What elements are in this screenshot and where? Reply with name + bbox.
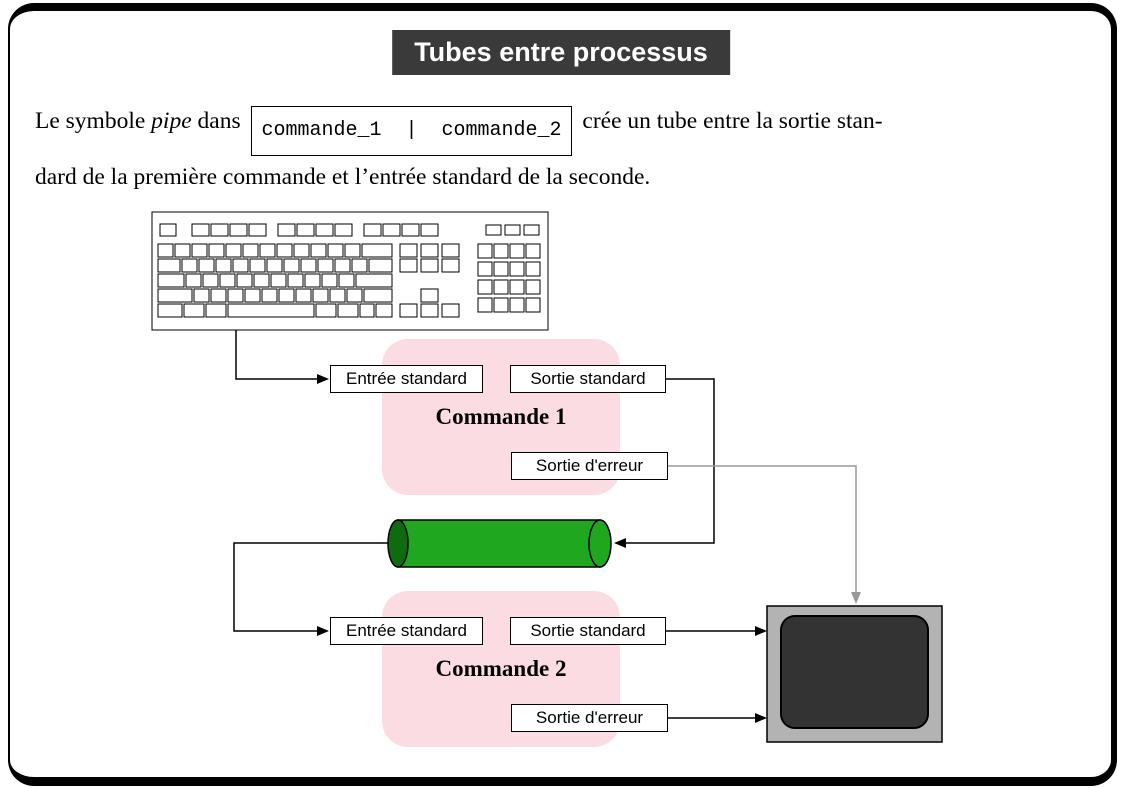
command1-stdin-label: Entrée standard: [330, 365, 483, 393]
paragraph-middle: dans: [191, 108, 247, 134]
command2-stdin-label: Entrée standard: [330, 617, 483, 645]
page-title: Tubes entre processus: [392, 30, 730, 75]
command1-title: Commande 1: [435, 404, 567, 429]
command2-stdout-label: Sortie standard: [510, 617, 666, 645]
command1-stdout-label: Sortie standard: [510, 365, 666, 393]
pipe-icon: [387, 519, 612, 568]
command2-title: Commande 2: [435, 656, 567, 681]
stdout1-to-pipe-line: [626, 378, 715, 544]
intro-paragraph: Le symbole pipe dans commande_1 | comman…: [35, 100, 1097, 198]
stderr1-to-monitor-arrowhead: [851, 592, 861, 604]
command1-stderr-label: Sortie d'erreur: [511, 452, 668, 480]
pipe-to-stdin2-arrowhead: [317, 626, 329, 636]
pipe-command-code-box: commande_1 | commande_2: [251, 106, 572, 156]
keyboard-icon: [151, 211, 549, 331]
pipe-term: pipe: [151, 108, 192, 134]
pipe-left-opening: [387, 519, 409, 568]
pipe-right-cap: [588, 519, 612, 568]
stderr2-to-monitor-arrowhead: [755, 713, 767, 723]
stdout2-to-monitor-arrowhead: [755, 626, 767, 636]
keyboard-to-stdin1-line: [235, 330, 317, 380]
pipe-body: [397, 519, 601, 568]
monitor-icon: [766, 605, 943, 743]
pipe-to-stdin2-line: [233, 542, 389, 632]
monitor-screen: [780, 615, 929, 729]
command2-stderr-label: Sortie d'erreur: [511, 704, 668, 732]
connectors: [233, 330, 861, 723]
paragraph-lead: Le symbole: [35, 108, 152, 134]
paragraph-line-2: dard de la première commande et l’entrée…: [35, 164, 651, 190]
stderr1-to-monitor-line: [668, 465, 857, 592]
keyboard-to-stdin1-arrowhead: [317, 374, 329, 384]
stdout1-to-pipe-arrowhead: [614, 538, 626, 548]
paragraph-tail: crée un tube entre la sortie stan-: [576, 108, 883, 134]
paragraph-line-1: Le symbole pipe dans commande_1 | comman…: [35, 100, 1097, 156]
